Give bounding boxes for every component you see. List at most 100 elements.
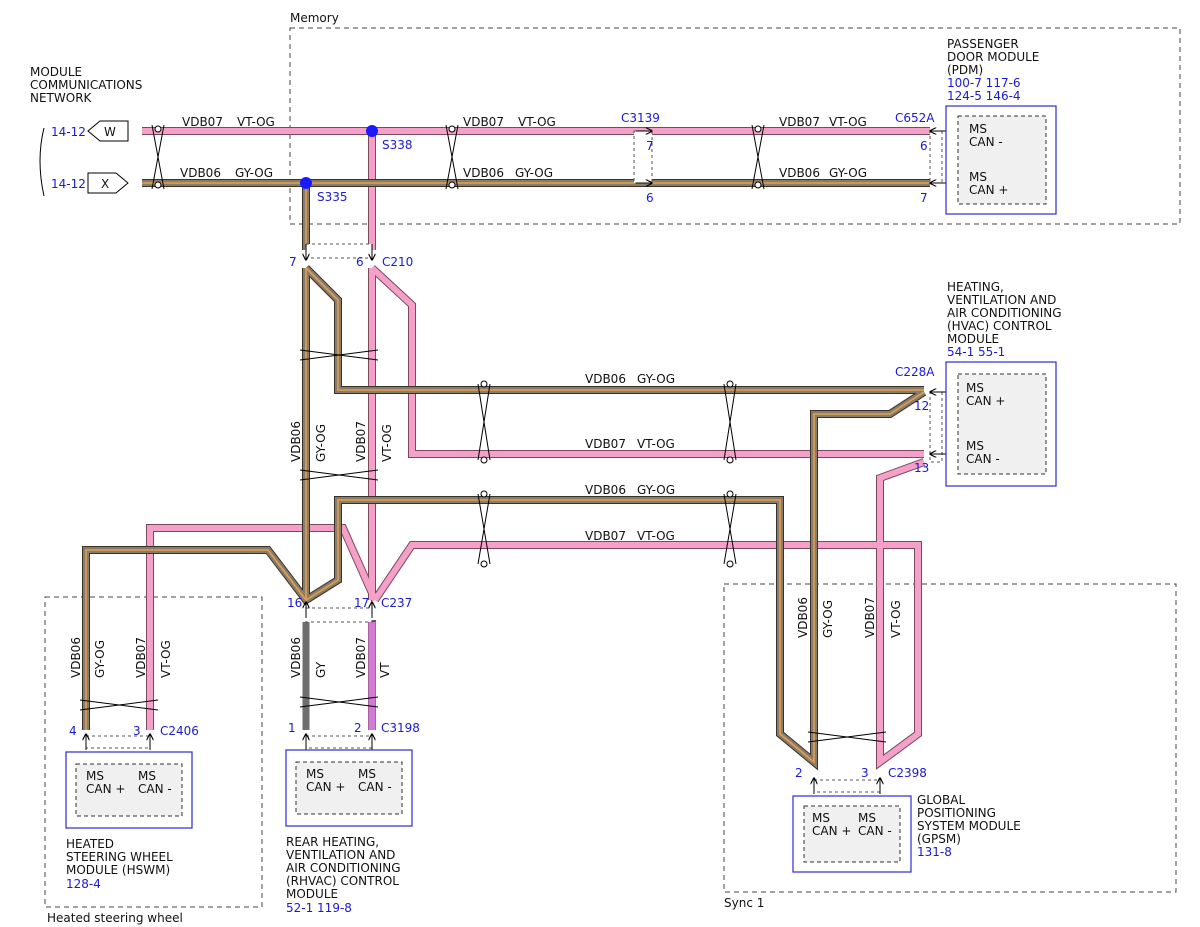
pin-number: 3 [133,724,141,738]
connector-label: C237 [381,596,412,610]
module-name: AIR CONDITIONING [286,861,401,875]
module-name: MODULE [286,887,338,901]
module-ref: 124-5 146-4 [947,89,1021,103]
module-name: STEERING WHEEL [66,850,173,864]
pin-function: MS [306,767,324,781]
wire-label: VDB06 [69,637,83,678]
pin-function: MS [966,439,984,453]
wire-label: VDB06 [289,421,303,462]
module-name: GLOBAL [917,793,965,807]
wire-color-label: GY [314,661,328,678]
module-ref: 52-1 119-8 [286,901,352,915]
pin-function: MS [969,170,987,184]
connector-c3139 [633,131,652,183]
wire-label: VDB07 [182,115,223,129]
wire-label: VDB06 [796,597,810,638]
wire-color-label: VT-OG [159,640,173,678]
network-title-1: MODULE [30,65,82,79]
x-connector-icon [87,172,129,194]
network-title-3: NETWORK [30,91,93,105]
wire-gy-og [82,179,930,771]
wire-color-label: VT-OG [637,529,675,543]
pin-number: 6 [646,191,654,205]
module-name: REAR HEATING, [286,835,379,849]
connector-c2398 [814,778,880,794]
w-connector-icon [87,120,129,142]
module-name: PASSENGER [947,37,1019,51]
pin-function: CAN - [358,780,392,794]
pin-number: 1 [288,721,296,735]
pin-number: 17 [354,596,369,610]
module-name: (PDM) [947,63,983,77]
connector-label: C2406 [160,724,199,738]
module-name: SYSTEM MODULE [917,819,1021,833]
pin-number: 2 [795,766,803,780]
connector-label: C2398 [888,766,927,780]
pin-number: 6 [920,139,928,153]
module-name: VENTILATION AND [286,848,395,862]
wire-label: VDB07 [779,115,820,129]
pin-function: CAN - [966,452,1000,466]
wire-label: VDB06 [585,483,626,497]
wire-color-label: VT-OG [237,115,275,129]
module-rhvac: MS CAN + MS CAN - REAR HEATING, VENTILAT… [285,749,413,915]
wire-color-label: GY-OG [515,166,553,180]
wire-color-label: GY-OG [637,372,675,386]
wire-color-label: VT-OG [380,424,394,462]
pin-function: CAN + [966,394,1005,408]
pin-function: CAN + [306,780,345,794]
pin-function: CAN + [86,782,125,796]
pin-number: 7 [646,139,654,153]
pin-function: MS [138,769,156,783]
pin-function: MS [858,811,876,825]
connector-c228a [930,392,946,463]
connector-c237 [306,602,372,623]
pin-function: MS [86,769,104,783]
module-name: AIR CONDITIONING [947,306,1062,320]
pin-number: 13 [914,461,929,475]
pin-number: 4 [69,724,77,738]
wire-label: VDB06 [585,372,626,386]
wire-color-label: GY-OG [821,600,835,638]
module-ref: 131-8 [917,845,952,859]
wire-label: VDB07 [354,637,368,678]
wire-color-label: VT-OG [829,115,867,129]
wire-label: VDB06 [463,166,504,180]
module-name: MODULE (HSWM) [66,863,170,877]
wires [82,127,930,771]
wire-color-label: GY-OG [637,483,675,497]
pin-function: CAN - [138,782,172,796]
module-name: (RHVAC) CONTROL [286,874,399,888]
pin-function: MS [969,122,987,136]
pin-number: 12 [914,399,929,413]
pin-function: CAN - [969,135,1003,149]
module-ref: 100-7 117-6 [947,76,1021,90]
twisted-pair-markers [79,124,887,743]
module-hvac: HEATING, VENTILATION AND AIR CONDITIONIN… [945,280,1062,487]
connector-c652a [930,131,946,183]
zone-sync: Sync 1 [723,583,1177,910]
module-pdm: PASSENGER DOOR MODULE (PDM) 100-7 117-6 … [945,37,1057,215]
pin-number: 3 [861,766,869,780]
zone-memory-label: Memory [290,11,339,25]
w-ref: 14-12 [51,125,86,139]
pin-function: MS [966,381,984,395]
splice-s338: S338 [366,125,413,152]
module-gpsm: MS CAN + MS CAN - GLOBAL POSITIONING SYS… [792,793,1021,873]
connector-c3198 [306,734,372,750]
wire-color-label: VT-OG [518,115,556,129]
pin-number: 16 [287,596,302,610]
connector-label: C228A [895,365,935,379]
wire-label: VDB06 [180,166,221,180]
pin-function: CAN + [969,183,1008,197]
pin-number: 7 [920,191,928,205]
pin-number: 6 [356,255,364,269]
network-title-2: COMMUNICATIONS [30,78,142,92]
zone-heated-steering-label: Heated steering wheel [47,911,183,925]
module-name: POSITIONING [917,806,996,820]
wire-color-label: GY-OG [314,424,328,462]
wire-color-label: GY-OG [829,166,867,180]
module-ref: 54-1 55-1 [947,345,1005,359]
splice-label: S335 [317,190,348,204]
pin-number: 7 [289,255,297,269]
